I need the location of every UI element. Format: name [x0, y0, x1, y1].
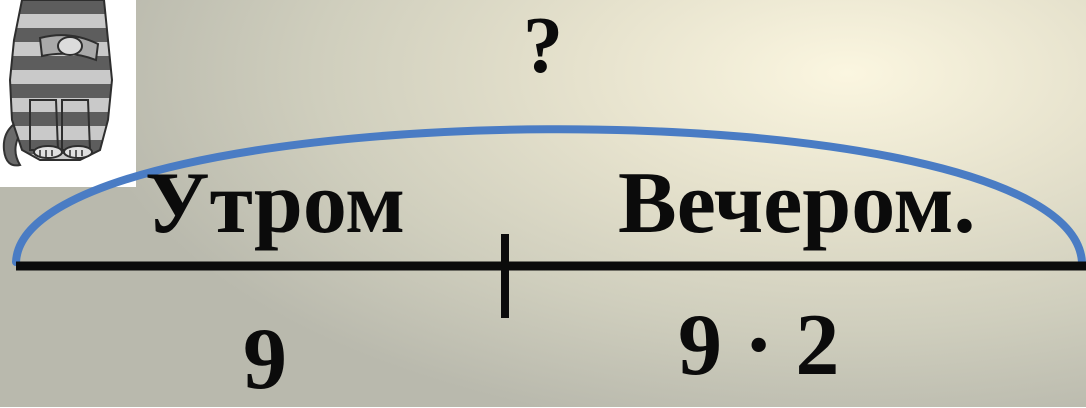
cat-illustration: [0, 0, 136, 187]
total-arc: [12, 125, 1086, 266]
morning-value: 9: [243, 311, 287, 408]
total-question-mark: ?: [523, 2, 563, 90]
evening-label: Вечером.: [618, 155, 976, 252]
evening-value: 9 · 2: [678, 297, 840, 394]
morning-label: Утром: [145, 155, 406, 252]
striped-cat-icon: [2, 0, 114, 167]
